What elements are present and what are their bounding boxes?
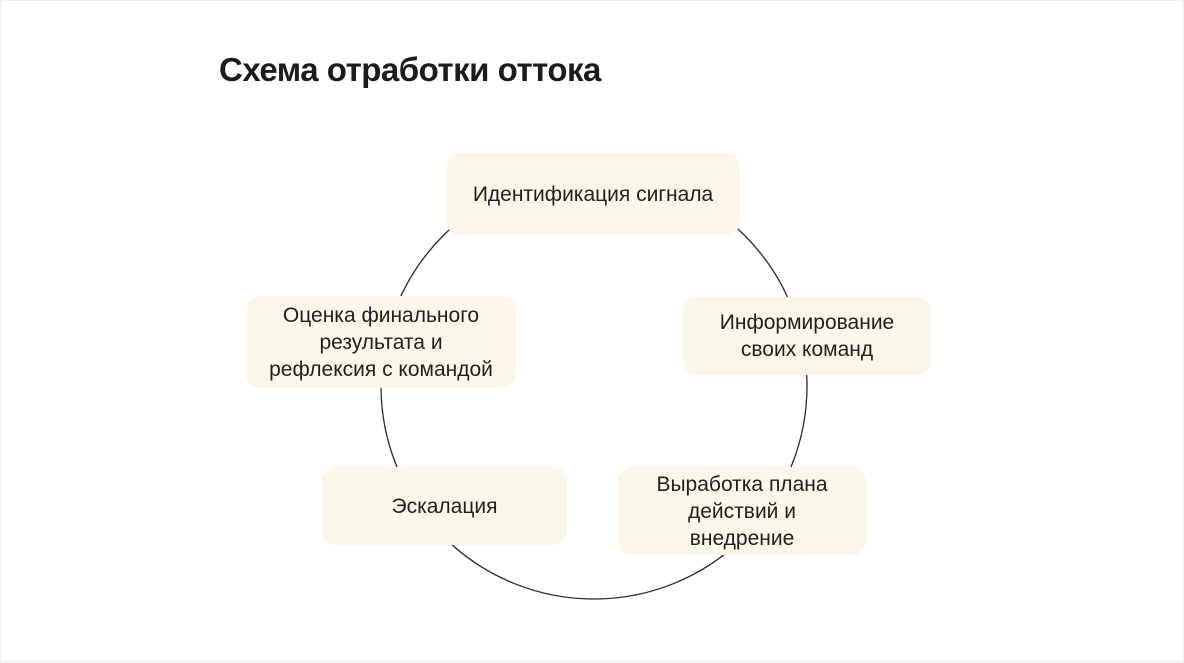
node-escalation: Эскалация <box>322 467 567 545</box>
node-evaluation: Оценка финального результата и рефлексия… <box>246 296 516 388</box>
node-action-plan: Выработка плана действий и внедрение <box>618 467 866 555</box>
node-identification: Идентификация сигнала <box>446 153 740 235</box>
node-inform-teams: Информирование своих команд <box>683 297 931 375</box>
slide-title: Схема отработки оттока <box>219 51 601 88</box>
